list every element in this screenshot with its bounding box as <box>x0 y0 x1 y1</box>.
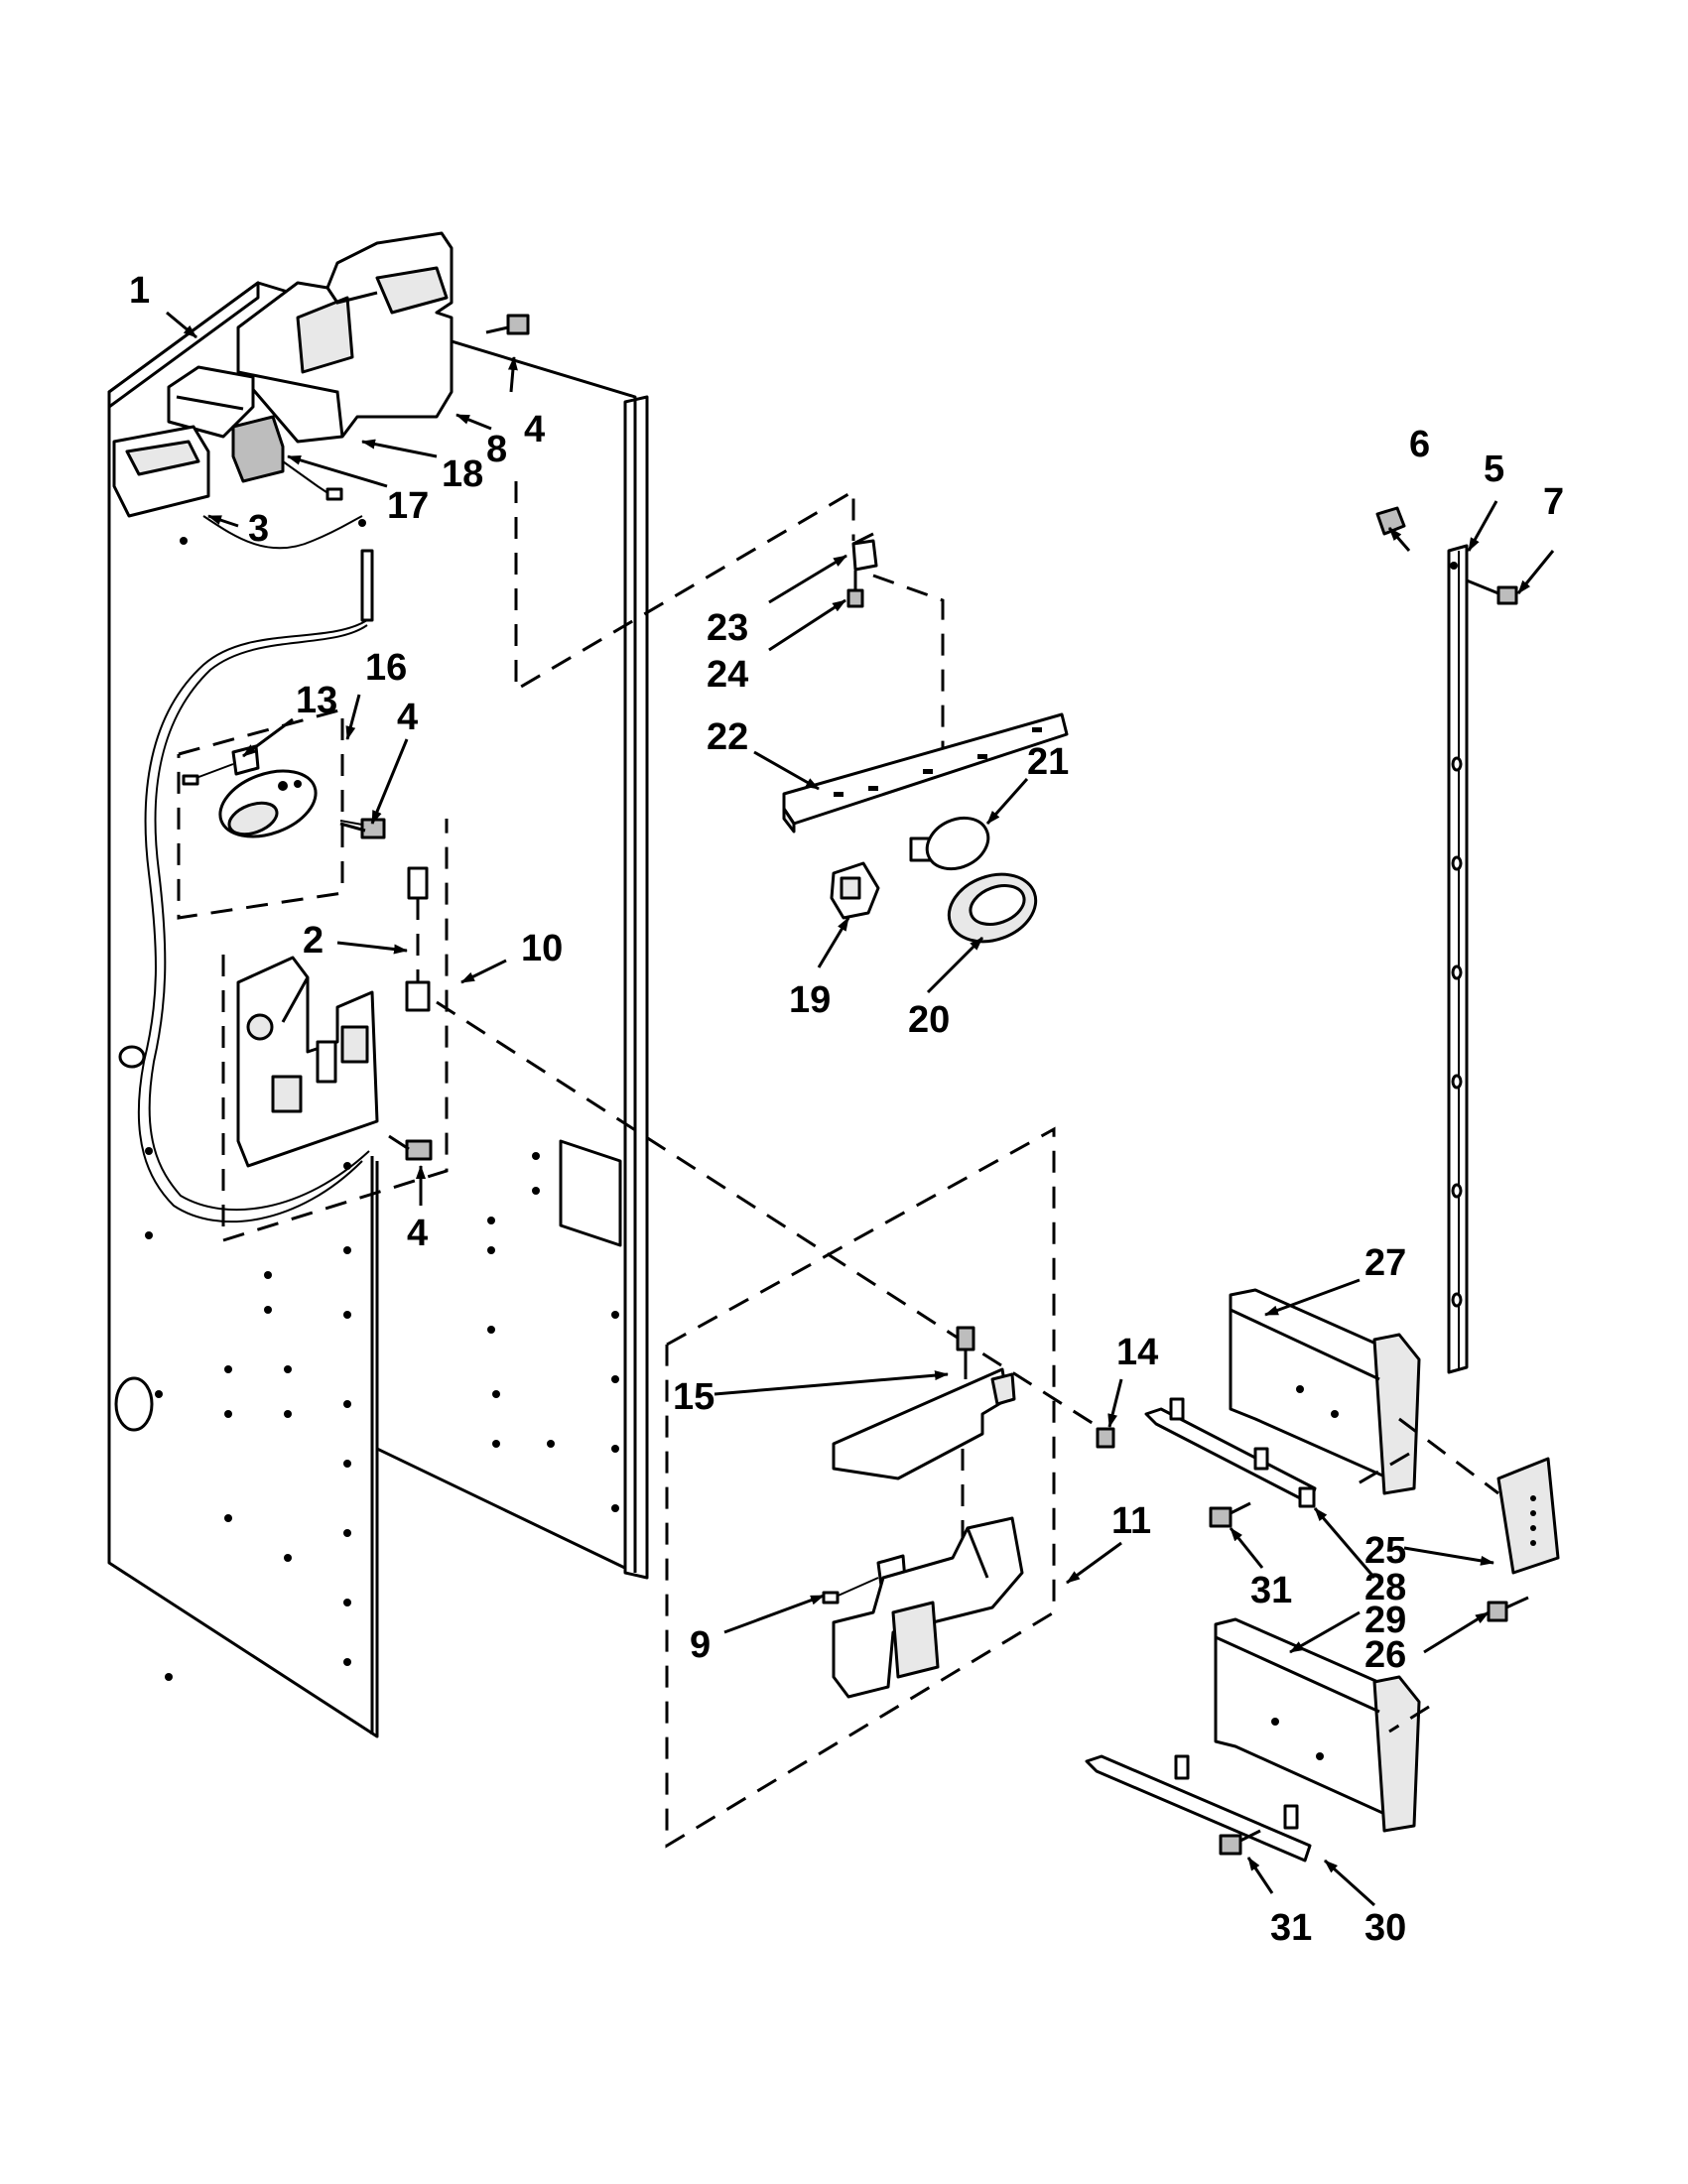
screw-31-upper <box>1209 1501 1251 1528</box>
screw-4-top <box>485 314 530 335</box>
callout-7: 7 <box>1543 481 1564 523</box>
slide-rail-28 <box>1144 1397 1317 1508</box>
screw-24 <box>846 571 864 608</box>
air-duct-housing <box>236 231 454 444</box>
damper-control-17 <box>231 415 343 501</box>
rail-5 <box>1447 544 1469 1374</box>
light-switch-housing-10 <box>236 956 379 1168</box>
screw-7 <box>1466 578 1518 605</box>
callout-24: 24 <box>707 654 748 696</box>
wire-harness <box>137 515 374 1223</box>
callout-5: 5 <box>1484 449 1504 490</box>
switch-box-11 <box>832 1516 1024 1699</box>
callout-9: 9 <box>690 1624 711 1666</box>
callout-1: 1 <box>129 270 150 312</box>
callout-4-lower: 4 <box>407 1213 428 1254</box>
leader-arrows <box>166 311 1555 1907</box>
crisper-group-box <box>665 1126 1056 1849</box>
socket-19 <box>830 861 880 920</box>
callout-26: 26 <box>1364 1634 1406 1676</box>
callout-20: 20 <box>908 999 950 1041</box>
callout-21: 21 <box>1027 741 1069 783</box>
callout-27: 27 <box>1364 1242 1406 1284</box>
light-shield-20 <box>947 872 1038 944</box>
callout-17: 17 <box>387 485 429 527</box>
light-housing-group-box <box>221 819 449 1243</box>
callout-22: 22 <box>707 716 748 758</box>
slide-cover-29 <box>1214 1617 1421 1833</box>
callout-13: 13 <box>296 680 337 721</box>
callout-19: 19 <box>789 979 831 1021</box>
callout-labels: 1 2 3 4 4 4 5 6 7 8 9 10 11 13 14 15 16 … <box>129 270 1564 1949</box>
callout-31-lower: 31 <box>1270 1907 1312 1949</box>
diffuser-3 <box>112 425 210 518</box>
liner-holes <box>145 519 619 1681</box>
light-bracket-22 <box>782 712 1069 834</box>
screw-26 <box>1487 1596 1529 1622</box>
callout-15: 15 <box>673 1376 714 1418</box>
callout-4-upper: 4 <box>397 697 418 738</box>
screw-15 <box>956 1326 975 1379</box>
vent-grille-18 <box>167 365 255 439</box>
callout-10: 10 <box>521 928 563 969</box>
screw-31-lower <box>1219 1829 1261 1856</box>
light-socket-23 <box>851 532 878 572</box>
callout-11: 11 <box>1111 1500 1151 1542</box>
screw-14 <box>1096 1427 1115 1449</box>
cover-bracket-15 <box>832 1367 1016 1558</box>
callout-30: 30 <box>1364 1907 1406 1949</box>
callout-4-top: 4 <box>524 409 545 450</box>
light-bulb-21 <box>909 816 990 871</box>
callout-8: 8 <box>486 429 507 470</box>
slide-rail-30 <box>1085 1754 1312 1863</box>
callout-31-upper: 31 <box>1250 1570 1292 1611</box>
callout-14: 14 <box>1116 1332 1158 1373</box>
callout-2: 2 <box>303 920 324 962</box>
callout-18: 18 <box>442 453 483 495</box>
callout-25: 25 <box>1364 1530 1406 1572</box>
callout-23: 23 <box>707 607 748 649</box>
thermostat-control-16 <box>218 769 318 838</box>
light-switch-2 <box>405 866 431 1012</box>
slide-end-cap-25 <box>1496 1457 1560 1575</box>
screw-4-lower <box>388 1134 433 1161</box>
callout-6: 6 <box>1409 424 1430 465</box>
callout-29: 29 <box>1364 1600 1406 1641</box>
callout-28: 28 <box>1364 1567 1406 1608</box>
callout-3: 3 <box>248 508 269 550</box>
callout-16: 16 <box>365 647 407 689</box>
